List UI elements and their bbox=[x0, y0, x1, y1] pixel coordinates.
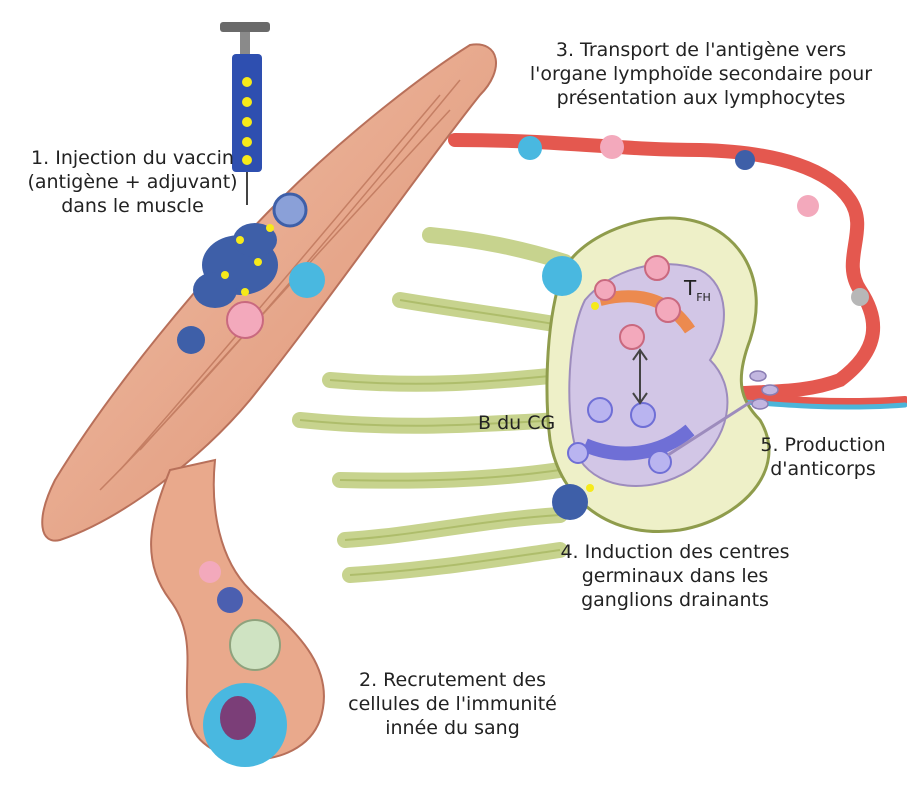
step-4-line-3: ganglions drainants bbox=[545, 588, 805, 612]
b-cg-cell-label: B du CG bbox=[478, 411, 555, 435]
step-1-line-1: 1. Injection du vaccin bbox=[10, 146, 255, 170]
step-2-line-1: 2. Recrutement des bbox=[325, 668, 580, 692]
tfh-subscript: FH bbox=[696, 291, 711, 304]
step-4-germinal-label: 4. Induction des centres germinaux dans … bbox=[545, 540, 805, 612]
step-4-line-1: 4. Induction des centres bbox=[545, 540, 805, 564]
capillary bbox=[151, 460, 324, 767]
step-1-line-3: dans le muscle bbox=[10, 194, 255, 218]
step-5-line-1: 5. Production bbox=[738, 433, 907, 457]
step-3-line-1: 3. Transport de l'antigène vers bbox=[506, 38, 896, 62]
blood-cell-pink bbox=[199, 561, 221, 583]
step-5-line-2: d'anticorps bbox=[738, 457, 907, 481]
step-3-line-3: présentation aux lymphocytes bbox=[506, 86, 896, 110]
step-5-production-label: 5. Production d'anticorps bbox=[738, 433, 907, 481]
step-4-line-2: germinaux dans les bbox=[545, 564, 805, 588]
step-2-line-2: cellules de l'immunité bbox=[325, 692, 580, 716]
blood-cell-small bbox=[217, 587, 243, 613]
step-3-line-2: l'organe lymphoïde secondaire pour bbox=[506, 62, 896, 86]
step-1-line-2: (antigène + adjuvant) bbox=[10, 170, 255, 194]
monocyte-nucleus bbox=[220, 696, 256, 740]
tfh-main: T bbox=[684, 276, 696, 300]
step-3-transport-label: 3. Transport de l'antigène vers l'organe… bbox=[506, 38, 896, 110]
step-1-injection-label: 1. Injection du vaccin (antigène + adjuv… bbox=[10, 146, 255, 218]
step-2-line-3: innée du sang bbox=[325, 716, 580, 740]
lymphatic-vessels bbox=[300, 235, 565, 575]
lymph-node bbox=[542, 218, 769, 531]
neutrophil-pale bbox=[230, 620, 280, 670]
step-2-recruitment-label: 2. Recrutement des cellules de l'immunit… bbox=[325, 668, 580, 740]
muscle bbox=[42, 44, 496, 540]
tfh-cell-label: TFH bbox=[684, 276, 711, 304]
